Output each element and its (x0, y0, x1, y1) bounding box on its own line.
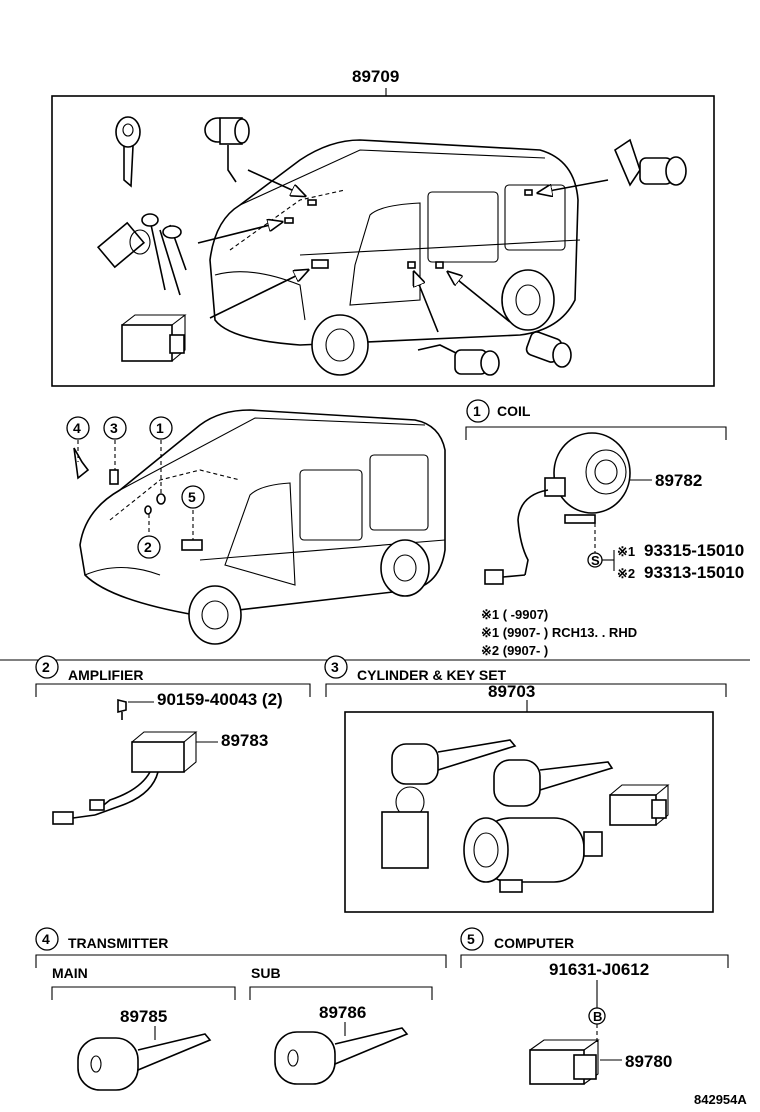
screw-2-note: ※2 (617, 566, 635, 581)
index-marker-3: 3 (103, 416, 127, 440)
cylinder-title: CYLINDER & KEY SET (357, 667, 507, 683)
svg-text:3: 3 (110, 420, 118, 436)
screw-mark-s: S (591, 553, 600, 568)
cylinder-part-number: 89703 (488, 682, 535, 701)
back-door-lock-icon (614, 138, 687, 187)
assembly-part-number: 89709 (352, 67, 399, 86)
coil-part-number: 89782 (655, 471, 702, 490)
transmitter-sub-label: SUB (251, 965, 281, 981)
amplifier-section: 2 AMPLIFIER 90159-40043 (2) 89783 (35, 655, 311, 825)
illustration-number: 842954A (694, 1092, 747, 1107)
cylinder-frame (344, 711, 714, 913)
key-icon (115, 116, 141, 188)
ignition-cylinder-key-icon (96, 213, 187, 296)
computer-part-number: 89780 (625, 1052, 672, 1071)
coil-note-2: ※1 (9907- ) RCH13. . RHD (481, 625, 637, 640)
coil-icon (484, 432, 631, 585)
assembly-arrows (197, 169, 609, 333)
cylinder-number: 3 (331, 659, 339, 675)
assembly-frame (51, 95, 715, 387)
amplifier-icon (52, 731, 198, 825)
ignition-cylinder-icon (463, 817, 603, 893)
transmitter-sub-part-number: 89786 (319, 1003, 366, 1022)
coil-title: COIL (497, 403, 531, 419)
svg-text:4: 4 (73, 420, 81, 436)
svg-text:1: 1 (156, 420, 164, 436)
sub-key-icon (274, 1027, 409, 1085)
coil-note-1: ※1 ( -9907) (481, 607, 548, 622)
side-door-lock-icon (417, 344, 500, 376)
amplifier-screw-part-number: 90159-40043 (2) (157, 690, 283, 709)
key-icon (493, 759, 614, 807)
van-illustration-top (209, 139, 581, 376)
transmitter-section: 4 TRANSMITTER MAIN 89785 SUB 89786 (35, 927, 447, 1091)
coil-note-3: ※2 (9907- ) (481, 643, 548, 658)
remote-module-icon (609, 784, 670, 826)
van-illustration-middle (73, 409, 446, 645)
computer-number: 5 (467, 931, 475, 947)
index-marker-4: 4 (66, 416, 90, 440)
index-marker-1: 1 (149, 416, 173, 440)
svg-text:5: 5 (188, 489, 196, 505)
computer-title: COMPUTER (494, 935, 574, 951)
transmitter-main-label: MAIN (52, 965, 88, 981)
bolt-mark-b: B (593, 1009, 602, 1024)
computer-bolt-part-number: 91631-J0612 (549, 960, 649, 979)
transmitter-title: TRANSMITTER (68, 935, 168, 951)
screw-icon (117, 698, 127, 720)
ecu-box-icon (121, 314, 187, 362)
screw-1-note: ※1 (617, 544, 635, 559)
svg-text:2: 2 (144, 539, 152, 555)
index-marker-2: 2 (137, 535, 161, 559)
computer-icon (529, 1039, 600, 1085)
coil-number: 1 (473, 403, 481, 419)
main-key-icon (77, 1033, 212, 1091)
coil-section: 1 COIL 89782 S ※1 93315-15010 ※2 93313-1… (465, 399, 744, 658)
screw-2-part-number: 93313-15010 (644, 563, 744, 582)
key-with-tag-icon (381, 739, 517, 869)
transmitter-number: 4 (42, 931, 50, 947)
cylinder-section: 3 CYLINDER & KEY SET 89703 (324, 655, 727, 913)
screw-1-part-number: 93315-15010 (644, 541, 744, 560)
amplifier-part-number: 89783 (221, 731, 268, 750)
transmitter-main-part-number: 89785 (120, 1007, 167, 1026)
amplifier-number: 2 (42, 659, 50, 675)
door-lock-cylinder-icon (204, 117, 250, 183)
slide-door-lock-icon (525, 331, 572, 368)
computer-section: 5 COMPUTER 91631-J0612 B 89780 (460, 927, 729, 1085)
index-marker-5: 5 (181, 485, 205, 509)
amplifier-title: AMPLIFIER (68, 667, 143, 683)
